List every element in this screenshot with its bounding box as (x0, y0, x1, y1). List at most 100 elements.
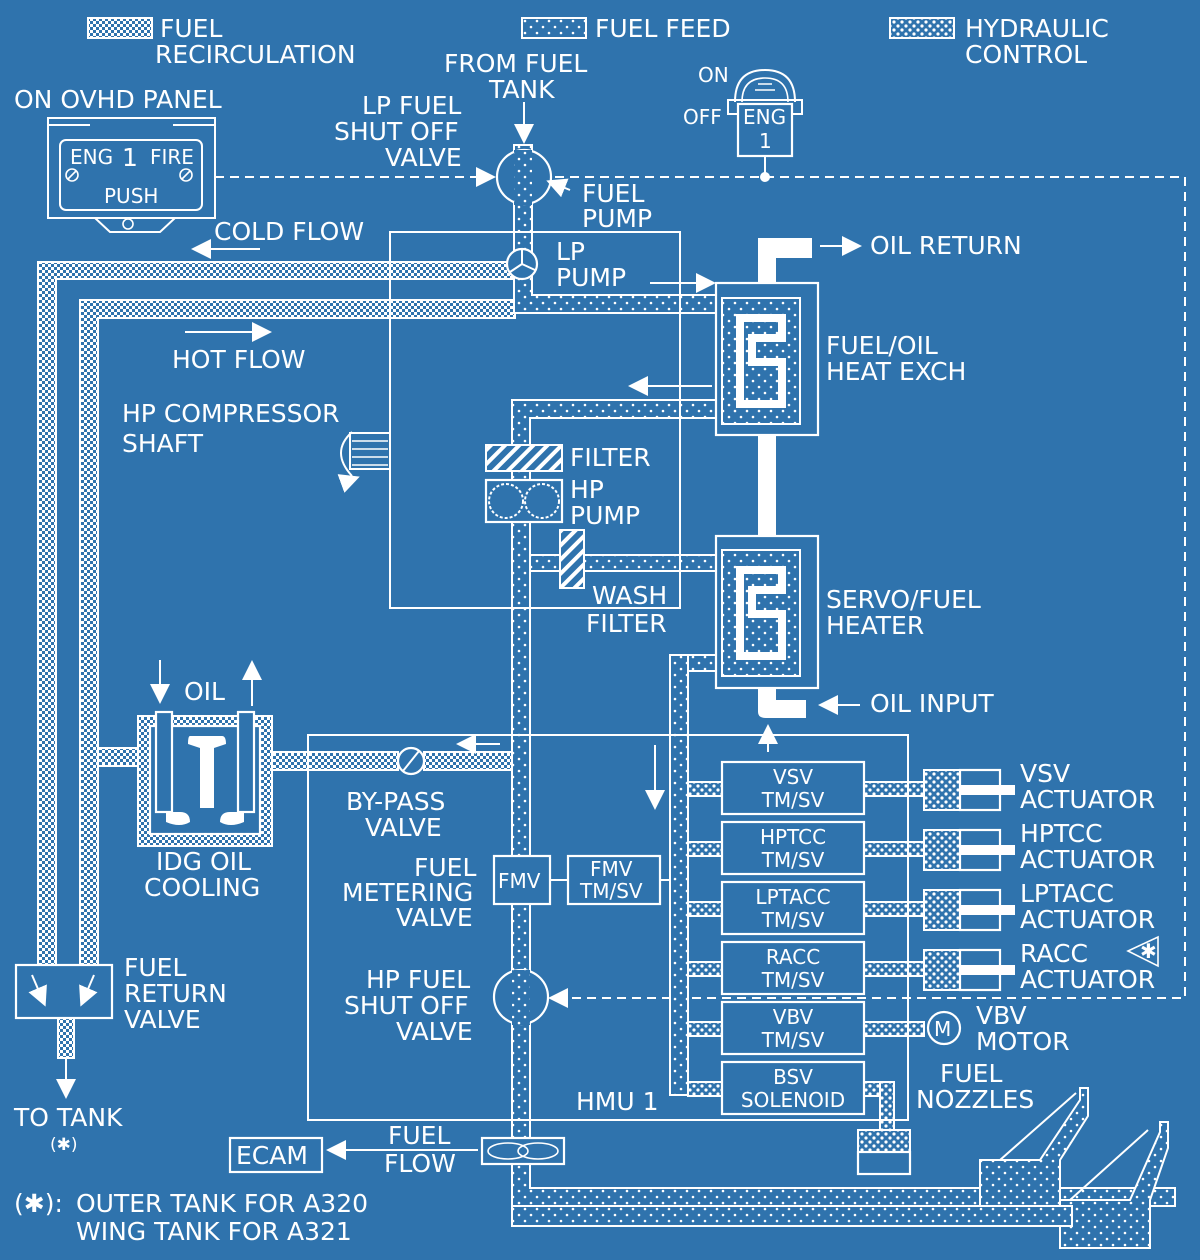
master-on-label: ON (698, 63, 729, 87)
fmv-tmsv: FMV TM/SV (566, 854, 662, 906)
actuator-sublabel: ACTUATOR (1020, 905, 1155, 934)
idg-oil-label: OIL (184, 677, 225, 706)
fuel-flow-meter-icon (480, 1136, 566, 1166)
wash-filter-icon (559, 529, 585, 589)
actuator-sublabel: ACTUATOR (1020, 845, 1155, 874)
bypass-valve-icon (396, 746, 426, 776)
from-tank-label-2: TANK (488, 75, 555, 104)
footnote-mark: (✱): (14, 1189, 63, 1218)
master-eng-label: ENG (743, 105, 786, 129)
ecam-box: ECAM (228, 1136, 324, 1174)
wash-filter-label-2: FILTER (586, 609, 667, 638)
heat-exch-label: FUEL/OIL (826, 331, 938, 360)
hp-valve-label-2: SHUT OFF (344, 991, 469, 1020)
actuator-icon (923, 888, 1015, 932)
idg-oil-cooler (137, 710, 273, 847)
fire-button-num: 1 (122, 143, 138, 172)
idg-label: IDG OIL (156, 847, 251, 876)
pump-block-outline (389, 231, 681, 609)
motor-symbol: M (934, 1017, 951, 1041)
hp-pump-label-2: PUMP (570, 501, 640, 530)
actuator-label: RACC (1020, 939, 1088, 968)
servo-box-label: VBV (773, 1005, 814, 1029)
fmv-valve: FMV (492, 854, 552, 906)
fmv-tmsv-label-2: TM/SV (579, 879, 643, 903)
vbv-motor-label-2: MOTOR (976, 1027, 1070, 1056)
fuel-nozzles-label: FUEL (940, 1059, 1002, 1088)
legend-feed-swatch (521, 17, 587, 39)
lp-shutoff-valve (495, 148, 553, 206)
lp-valve-label-3: VALVE (385, 143, 462, 172)
legend-feed-label: FUEL FEED (595, 14, 731, 43)
lp-pump-label-2: PUMP (556, 263, 626, 292)
actuator-label: VSV (1020, 759, 1070, 788)
lp-pump-label: LP (556, 237, 585, 266)
heat-exch-label-2: HEAT EXCH (826, 357, 966, 386)
fmv-box-label: FMV (498, 869, 541, 893)
screw-icon (65, 168, 79, 182)
hp-valve-label: HP FUEL (366, 965, 470, 994)
hot-flow-label: HOT FLOW (172, 345, 306, 374)
master-num-label: 1 (759, 129, 772, 153)
fuel-nozzles-label-2: NOZZLES (916, 1085, 1034, 1114)
hp-shutoff-valve (492, 968, 550, 1026)
fmv-label: FUEL (414, 853, 476, 882)
to-tank-note: (✱) (50, 1135, 78, 1155)
hmu-outline (307, 734, 909, 1121)
fuel-nozzles-icon (979, 1087, 1169, 1249)
racc-note-mark: ✱ (1140, 939, 1157, 963)
actuator-label: LPTACC (1020, 879, 1114, 908)
hp-valve-label-3: VALVE (396, 1017, 473, 1046)
fuel-flow-label-2: FLOW (384, 1149, 456, 1178)
fire-button-eng: ENG (70, 145, 113, 169)
servo-box-sublabel: TM/SV (761, 788, 825, 812)
actuator-sublabel: ACTUATOR (1020, 785, 1155, 814)
fuel-pump-label: FUEL (582, 179, 644, 208)
hp-pump-gears-icon (484, 478, 564, 524)
servo-box-label: RACC (766, 945, 820, 969)
fmv-label-3: VALVE (396, 903, 473, 932)
ecam-label: ECAM (236, 1141, 308, 1170)
fuel-return-label-3: VALVE (124, 1005, 201, 1034)
legend-hydraulic-label: HYDRAULIC (965, 14, 1109, 43)
screw-icon (179, 168, 193, 182)
lp-valve-label-2: SHUT OFF (334, 117, 459, 146)
fmv-tmsv-label: FMV (590, 857, 633, 881)
servo-box-label: LPTACC (755, 885, 830, 909)
fuel-return-valve (14, 963, 114, 1020)
cold-flow-label: COLD FLOW (214, 217, 364, 246)
oil-return-label: OIL RETURN (870, 231, 1022, 260)
fuel-flow-label: FUEL (388, 1121, 450, 1150)
vbv-motor-label: VBV (976, 1001, 1027, 1030)
eng-master-switch[interactable]: ON OFF ENG 1 (683, 63, 803, 182)
servo-box-sublabel: TM/SV (761, 1028, 825, 1052)
actuator-label: HPTCC (1020, 819, 1103, 848)
lp-pump-impeller-icon (505, 247, 539, 281)
legend-recirculation-label: FUEL (160, 14, 222, 43)
footnote-line-1: OUTER TANK FOR A320 (76, 1189, 368, 1218)
servo-box-sublabel: TM/SV (761, 848, 825, 872)
servo-box-sublabel: TM/SV (761, 968, 825, 992)
servo-box-label: HPTCC (760, 825, 826, 849)
legend: FUEL RECIRCULATION FUEL FEED HYDRAULIC C… (87, 14, 1109, 69)
vbv-motor-icon: M (926, 1010, 962, 1046)
fmv-label-2: METERING (342, 878, 473, 907)
servo-control-group: VSVTM/SVHPTCCTM/SVLPTACCTM/SVRACCTM/SVVB… (720, 759, 1155, 1116)
legend-recirculation-label-2: RECIRCULATION (155, 40, 356, 69)
oil-input-label: OIL INPUT (870, 689, 994, 718)
wash-filter-label: WASH (592, 581, 667, 610)
servo-fuel-heater (714, 534, 820, 690)
fire-button-push: PUSH (104, 184, 158, 208)
filter-icon (485, 444, 563, 472)
legend-hydraulic-swatch (889, 17, 955, 39)
bsv-valve (856, 1129, 912, 1176)
eng-fire-push-button[interactable]: ENG 1 FIRE PUSH (47, 117, 216, 233)
to-tank-label: TO TANK (13, 1103, 123, 1132)
servo-box-label: BSV (773, 1065, 813, 1089)
servo-heater-label: SERVO/FUEL (826, 585, 981, 614)
hp-compressor-shaft-icon (337, 431, 391, 493)
